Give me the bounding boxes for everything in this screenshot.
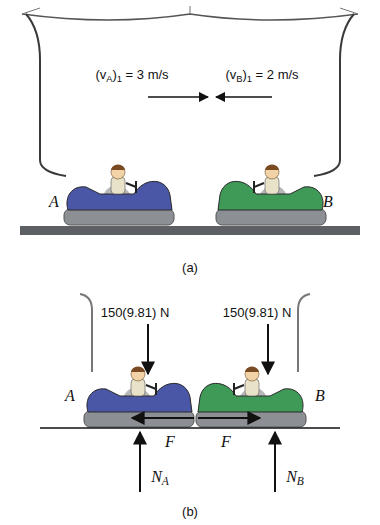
text-run: A	[65, 387, 75, 404]
car-label: B	[315, 387, 325, 405]
text-run: N	[151, 468, 162, 485]
text-run: (b)	[182, 504, 198, 519]
text-run: 150(9.81) N	[101, 305, 170, 320]
car-label: A	[49, 193, 59, 211]
pole	[314, 14, 354, 176]
subscript: A	[106, 74, 112, 84]
ground-line	[40, 427, 340, 429]
weight-label: 150(9.81) N	[101, 306, 170, 320]
force-arrow	[132, 417, 194, 419]
subscript: 1	[117, 74, 122, 84]
bumper-car	[196, 367, 306, 427]
normal-arrow	[139, 432, 141, 492]
text-run: B	[323, 193, 333, 210]
text-run: N	[286, 468, 297, 485]
text-run: 150(9.81) N	[223, 305, 292, 320]
part-label: (a)	[182, 261, 198, 275]
text-run: F	[221, 433, 231, 450]
force-label: F	[221, 433, 231, 451]
text-run: = 2 m/s	[252, 67, 299, 82]
subscript: B	[297, 475, 304, 487]
pole	[80, 294, 92, 372]
normal-force-label: NA	[151, 468, 169, 488]
car-label: B	[323, 193, 333, 211]
subscript: A	[162, 475, 169, 487]
text-run: )	[112, 67, 116, 82]
velocity-arrow	[148, 96, 208, 98]
weight-label: 150(9.81) N	[223, 306, 292, 320]
car-label: A	[65, 387, 75, 405]
text-run: (v	[225, 67, 236, 82]
bumper-car	[84, 367, 194, 427]
text-run: A	[49, 193, 59, 210]
floor	[20, 226, 360, 235]
weight-arrow	[147, 324, 149, 374]
part-label: (b)	[182, 505, 198, 519]
normal-arrow	[274, 432, 276, 492]
velocity-arrow	[216, 96, 272, 98]
force-arrow	[198, 417, 260, 419]
force-label: F	[165, 433, 175, 451]
bumper-car	[64, 165, 174, 225]
weight-arrow	[267, 324, 269, 374]
pole	[298, 294, 310, 372]
canopy-wire	[22, 6, 358, 14]
text-run: F	[165, 433, 175, 450]
velocity-label: (vB)1 = 2 m/s	[225, 68, 298, 84]
subscript: B	[236, 74, 242, 84]
normal-force-label: NB	[286, 468, 304, 488]
canopy-wire	[22, 14, 358, 20]
text-run: B	[315, 387, 325, 404]
text-run: (v	[95, 67, 106, 82]
text-run: (a)	[182, 260, 198, 275]
velocity-label: (vA)1 = 3 m/s	[95, 68, 168, 84]
subscript: 1	[247, 74, 252, 84]
text-run: )	[242, 67, 246, 82]
text-run: = 3 m/s	[122, 67, 169, 82]
pole	[26, 14, 66, 176]
bumper-car	[216, 165, 326, 225]
